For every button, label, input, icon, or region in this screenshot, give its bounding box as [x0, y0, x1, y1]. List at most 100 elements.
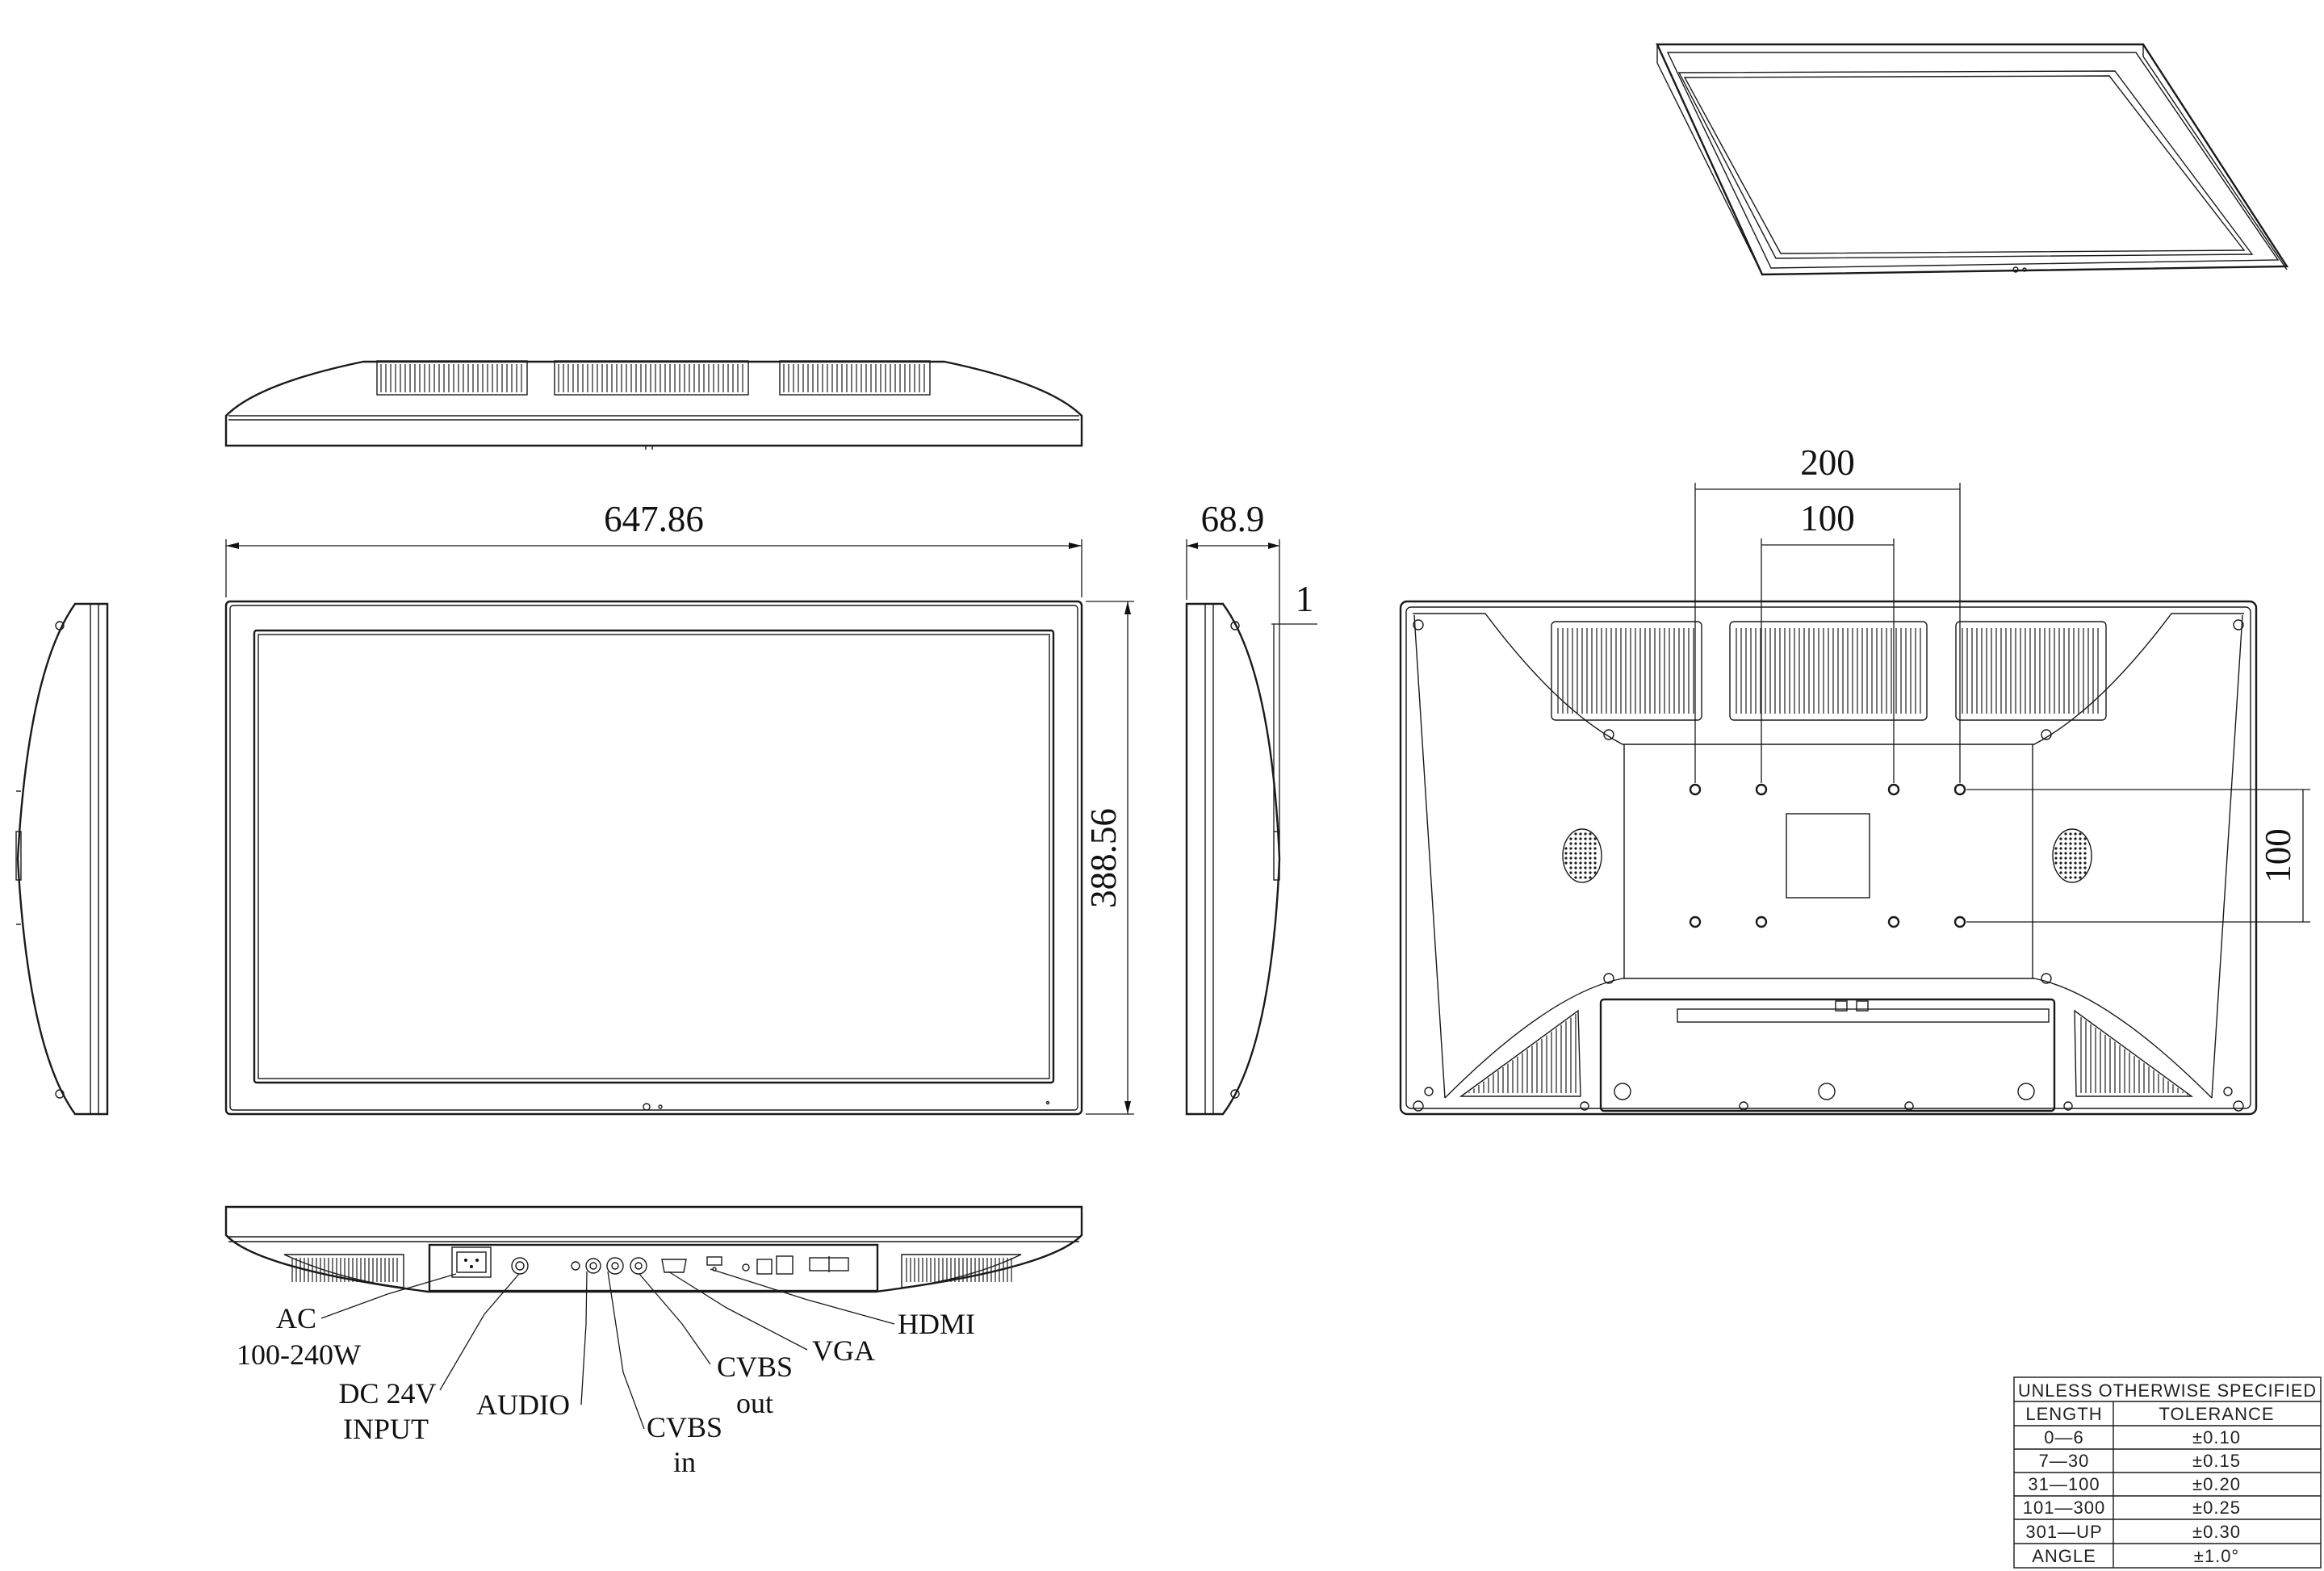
speaker-hole — [1569, 866, 1572, 869]
speaker-hole — [2059, 871, 2062, 874]
speaker-hole — [2083, 861, 2087, 865]
speaker-hole — [1579, 852, 1582, 855]
speaker-hole — [2054, 857, 2058, 860]
speaker-hole — [1574, 847, 1577, 850]
rear-io-housing — [1599, 998, 2056, 1112]
speaker-hole — [2069, 871, 2072, 874]
speaker-hole — [1579, 842, 1582, 845]
speaker-hole — [2059, 857, 2062, 860]
speaker-hole — [2083, 852, 2087, 855]
speaker-hole — [2059, 861, 2062, 865]
speaker-hole — [2059, 842, 2062, 845]
tolerance-row-value: ±0.20 — [2192, 1474, 2241, 1494]
speaker-hole — [1584, 871, 1587, 874]
speaker-hole — [1564, 847, 1568, 850]
speaker-hole — [2064, 837, 2067, 840]
speaker-hole — [1584, 832, 1587, 836]
speaker-hole — [1569, 837, 1572, 840]
speaker-hole — [1593, 871, 1597, 874]
vesa-vertical-dimension-label: 100 — [2258, 828, 2298, 883]
speaker-hole — [2064, 847, 2067, 850]
speaker-hole — [1579, 837, 1582, 840]
speaker-hole — [1574, 876, 1577, 879]
rear-view: 200 100 100 — [1399, 442, 2310, 1116]
speaker-hole — [2059, 837, 2062, 840]
speaker-hole — [1593, 847, 1597, 850]
speaker-hole — [2054, 861, 2058, 865]
speaker-hole — [2079, 832, 2082, 836]
speaker-hole — [1579, 871, 1582, 874]
cvbs-in-sub-label: in — [673, 1446, 696, 1478]
speaker-hole — [1574, 866, 1577, 869]
speaker-hole — [2064, 842, 2067, 845]
speaker-hole — [2079, 871, 2082, 874]
tolerance-row-value: ±1.0° — [2194, 1546, 2239, 1566]
vesa-mount-holes — [1689, 783, 1966, 928]
speaker-hole — [2064, 866, 2067, 869]
speaker-hole — [2074, 852, 2077, 855]
speaker-hole — [1593, 837, 1597, 840]
speaker-hole — [1579, 857, 1582, 860]
speaker-hole — [1584, 837, 1587, 840]
tolerance-row-length: 301—UP — [2025, 1522, 2102, 1542]
speaker-hole — [2064, 861, 2067, 865]
speaker-hole — [2079, 861, 2082, 865]
speaker-hole — [1574, 857, 1577, 860]
speaker-hole — [2054, 847, 2058, 850]
vesa-inner-dimension-label: 100 — [1800, 498, 1855, 538]
top-vent-center — [554, 360, 749, 396]
audio-label: AUDIO — [476, 1389, 570, 1421]
speaker-hole — [2054, 852, 2058, 855]
speaker-hole — [1574, 842, 1577, 845]
speaker-hole — [1589, 842, 1592, 845]
speaker-hole — [2083, 847, 2087, 850]
speaker-hole — [2074, 866, 2077, 869]
speaker-hole — [2064, 852, 2067, 855]
tolerance-table: UNLESS OTHERWISE SPECIFIED LENGTH TOLERA… — [2013, 1376, 2322, 1569]
dc-input-label: INPUT — [343, 1413, 429, 1445]
tolerance-row-value: ±0.25 — [2192, 1498, 2241, 1518]
speaker-hole — [2083, 842, 2087, 845]
cvbs-in-label: CVBS — [647, 1411, 722, 1443]
io-panel — [428, 1243, 879, 1292]
speaker-hole — [1579, 847, 1582, 850]
speaker-hole — [2074, 837, 2077, 840]
tolerance-row-value: ±0.10 — [2192, 1427, 2241, 1447]
speaker-hole — [1584, 847, 1587, 850]
speaker-hole — [2074, 871, 2077, 874]
isometric-view — [1656, 43, 2289, 276]
speaker-hole — [2083, 871, 2087, 874]
tolerance-row-value: ±0.15 — [2192, 1451, 2241, 1471]
top-vent-right — [779, 360, 931, 396]
rear-vent-left — [1551, 621, 1702, 721]
speaker-hole — [1593, 866, 1597, 869]
speaker-hole — [2079, 837, 2082, 840]
speaker-hole — [1584, 857, 1587, 860]
speaker-hole — [2064, 871, 2067, 874]
speaker-hole — [1589, 832, 1592, 836]
speaker-hole — [1574, 832, 1577, 836]
speaker-hole — [1579, 866, 1582, 869]
audio-jack — [571, 1261, 580, 1271]
depth-dimension-label: 68.9 — [1201, 499, 1265, 539]
speaker-hole — [1589, 871, 1592, 874]
vesa-outer-dimension-label: 200 — [1800, 442, 1855, 483]
tolerance-row-length: ANGLE — [2032, 1546, 2096, 1566]
speaker-hole — [2069, 861, 2072, 865]
speaker-hole — [1589, 876, 1592, 879]
rear-lower-vent-right — [2074, 1009, 2194, 1097]
front-view: 647.86 388.56 — [224, 499, 1134, 1116]
speaker-hole — [2083, 857, 2087, 860]
vga-port — [661, 1259, 687, 1273]
tolerance-row-length: 7—30 — [2039, 1451, 2090, 1471]
speaker-hole — [2069, 847, 2072, 850]
ac-label: AC — [276, 1302, 316, 1334]
speaker-hole — [2059, 866, 2062, 869]
speaker-grill-left — [1562, 828, 1602, 883]
bottom-view: AC 100-240W DC 24V INPUT AUDIO CVBS in C… — [224, 1205, 1083, 1478]
speaker-hole — [1589, 852, 1592, 855]
speaker-hole — [2074, 857, 2077, 860]
tolerance-row-length: 0—6 — [2044, 1427, 2083, 1447]
tolerance-header-tolerance: TOLERANCE — [2159, 1404, 2274, 1424]
